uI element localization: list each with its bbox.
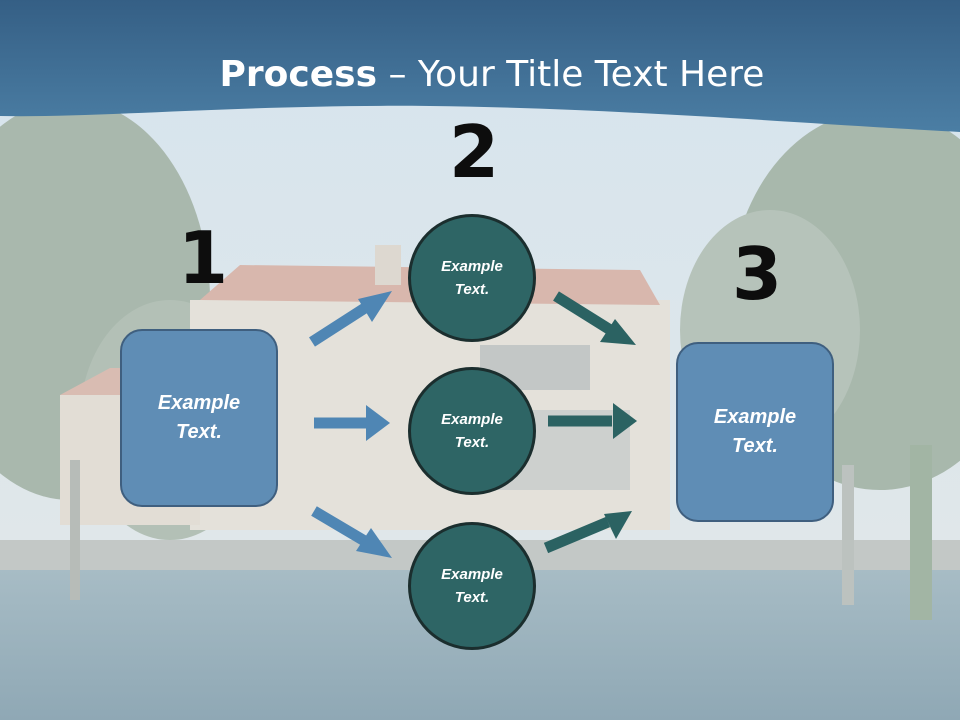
circle-label: Example Text. — [441, 258, 503, 298]
process-circle-top: Example Text. — [408, 214, 536, 342]
process-circle-bottom: Example Text. — [408, 522, 536, 650]
title-bold: Process — [219, 54, 378, 95]
arrow-middle-to-right — [548, 403, 637, 439]
arrow-bottom-to-right — [543, 511, 632, 554]
arrow-left-to-bottom — [311, 506, 392, 558]
left-process-box: Example Text. — [120, 329, 278, 507]
title-rest: – Your Title Text Here — [377, 54, 765, 95]
step-number-1: 1 — [178, 216, 229, 300]
circle-label: Example Text. — [441, 566, 503, 606]
arrow-left-to-top — [309, 291, 392, 347]
process-circle-middle: Example Text. — [408, 367, 536, 495]
slide-title: Process – Your Title Text Here — [0, 54, 960, 95]
right-box-label: Example Text. — [713, 406, 797, 457]
left-box-label: Example Text. — [157, 392, 241, 443]
circle-label: Example Text. — [441, 411, 503, 451]
step-number-2: 2 — [449, 110, 500, 194]
right-process-box: Example Text. — [676, 342, 834, 522]
arrow-left-to-middle — [314, 405, 390, 441]
step-number-3: 3 — [732, 232, 783, 316]
arrow-top-to-right — [553, 291, 636, 345]
